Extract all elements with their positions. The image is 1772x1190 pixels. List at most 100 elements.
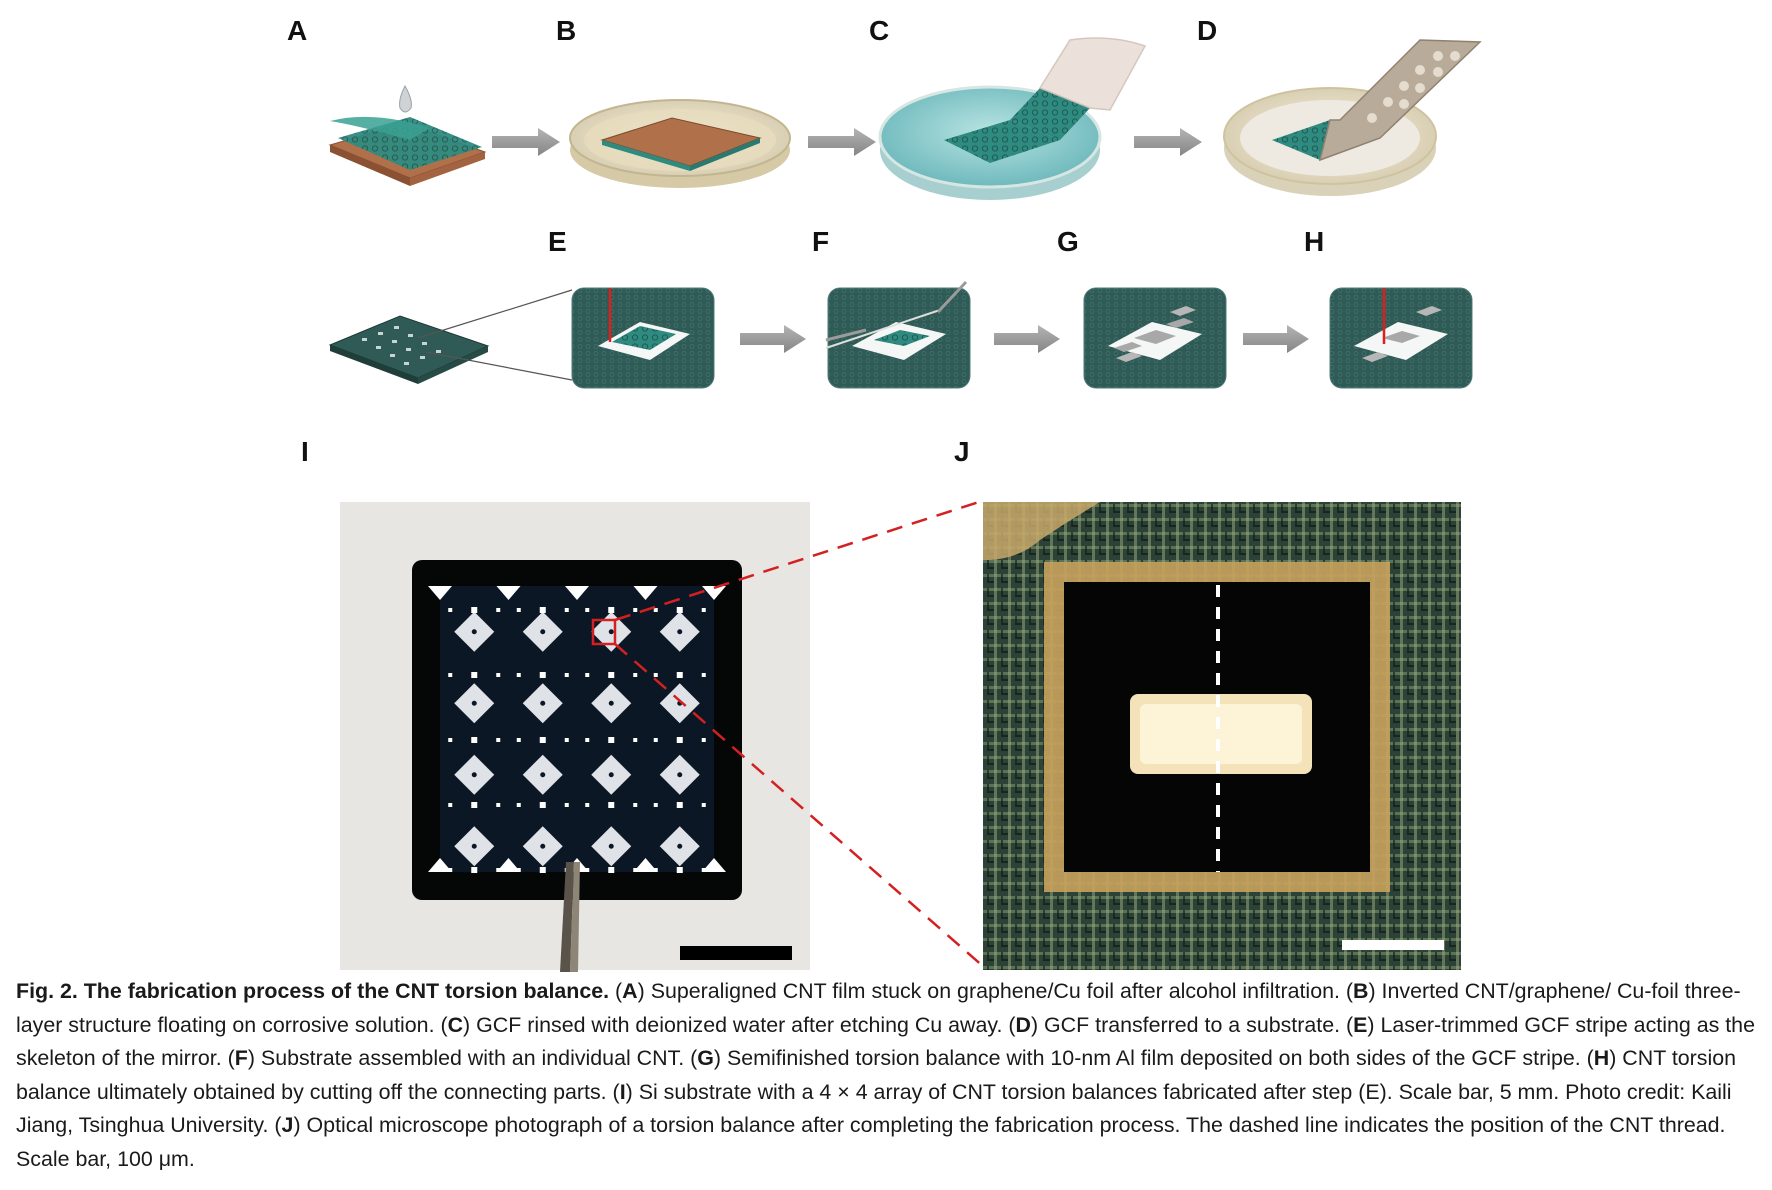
array-diamond-center	[540, 772, 546, 778]
array-marker	[471, 737, 478, 743]
zoom-line-top	[614, 498, 986, 622]
array-marker	[701, 868, 706, 872]
array-diamond-center	[608, 843, 614, 849]
panel-g-tile	[1083, 287, 1227, 389]
panel-f-tile	[825, 280, 971, 389]
arrow-g-to-h	[1243, 325, 1309, 353]
array-edge-triangle	[565, 586, 589, 600]
array-marker	[585, 868, 590, 872]
array-diamond-center	[608, 772, 614, 778]
panel-label-a: A	[287, 15, 308, 46]
array-marker	[496, 868, 501, 872]
array-marker	[633, 738, 638, 742]
array-diamond-center	[677, 843, 683, 849]
array-marker	[633, 868, 638, 872]
array-marker	[653, 608, 658, 612]
array-marker	[564, 608, 569, 612]
panel-label-i: I	[301, 436, 309, 467]
panel-label-g: G	[1057, 226, 1079, 257]
arrow-a-to-b	[492, 128, 560, 156]
panel-i-array	[428, 586, 726, 873]
array-marker	[539, 867, 546, 873]
array-diamond-center	[540, 700, 546, 706]
array-edge-triangle	[428, 858, 452, 872]
caption-title: Fig. 2. The fabrication process of the C…	[16, 979, 610, 1003]
array-marker	[564, 803, 569, 807]
array-marker	[676, 607, 683, 613]
figure-graphics	[328, 37, 1482, 972]
array-marker	[608, 672, 615, 678]
array-marker	[516, 803, 521, 807]
arrow-c-to-d	[1134, 128, 1202, 156]
array-marker	[585, 803, 590, 807]
array-marker	[448, 803, 453, 807]
array-marker	[496, 738, 501, 742]
arrow-b-to-c	[808, 128, 876, 156]
array-marker	[585, 673, 590, 677]
caption-items: (A) Superaligned CNT film stuck on graph…	[16, 979, 1755, 1171]
panel-label-h: H	[1304, 226, 1325, 257]
arrow-f-to-g	[994, 325, 1060, 353]
panel-j-scale-bar	[1342, 940, 1444, 950]
panel-label-b: B	[556, 15, 577, 46]
array-diamond-center	[608, 629, 614, 635]
array-diamond-center	[677, 772, 683, 778]
array-marker	[653, 868, 658, 872]
array-marker	[471, 607, 478, 613]
panel-label-d: D	[1197, 15, 1218, 46]
panel-i-zoom-box	[591, 618, 617, 646]
panel-e-substrate	[328, 289, 573, 384]
panel-e-tile	[571, 287, 715, 389]
array-marker	[701, 673, 706, 677]
array-marker	[585, 738, 590, 742]
array-marker	[608, 607, 615, 613]
panel-label-f: F	[812, 226, 830, 257]
array-edge-triangle	[702, 586, 726, 600]
array-diamond-center	[540, 629, 546, 635]
panel-label-j: J	[954, 436, 970, 467]
array-marker	[448, 868, 453, 872]
array-marker	[608, 867, 615, 873]
array-marker	[516, 673, 521, 677]
array-diamond-center	[471, 700, 477, 706]
array-marker	[496, 673, 501, 677]
array-marker	[608, 737, 615, 743]
array-marker	[539, 737, 546, 743]
array-marker	[516, 868, 521, 872]
array-marker	[653, 803, 658, 807]
array-marker	[448, 673, 453, 677]
array-marker	[585, 608, 590, 612]
array-marker	[496, 608, 501, 612]
array-marker	[701, 608, 706, 612]
array-marker	[676, 867, 683, 873]
panel-i-scale-bar	[680, 946, 792, 960]
array-marker	[676, 737, 683, 743]
array-marker	[676, 802, 683, 808]
array-marker	[448, 738, 453, 742]
array-edge-triangle	[702, 858, 726, 872]
array-marker	[653, 738, 658, 742]
array-edge-triangle	[633, 586, 658, 600]
array-marker	[701, 738, 706, 742]
array-marker	[676, 672, 683, 678]
array-edge-triangle	[633, 858, 658, 872]
array-diamond-center	[471, 843, 477, 849]
array-marker	[564, 738, 569, 742]
panel-b-illustration	[569, 99, 791, 188]
array-marker	[539, 672, 546, 678]
array-diamond-center	[677, 629, 683, 635]
array-marker	[633, 673, 638, 677]
panel-d-illustration	[1223, 39, 1482, 196]
array-marker	[448, 608, 453, 612]
array-marker	[471, 672, 478, 678]
figure-caption: Fig. 2. The fabrication process of the C…	[16, 975, 1761, 1176]
array-diamond-center	[471, 629, 477, 635]
panel-j-micrograph	[983, 502, 1461, 970]
array-marker	[471, 802, 478, 808]
array-diamond-center	[471, 772, 477, 778]
array-diamond-center	[540, 843, 546, 849]
panel-label-c: C	[869, 15, 890, 46]
arrow-e-to-f	[740, 325, 806, 353]
array-marker	[633, 803, 638, 807]
array-marker	[539, 802, 546, 808]
